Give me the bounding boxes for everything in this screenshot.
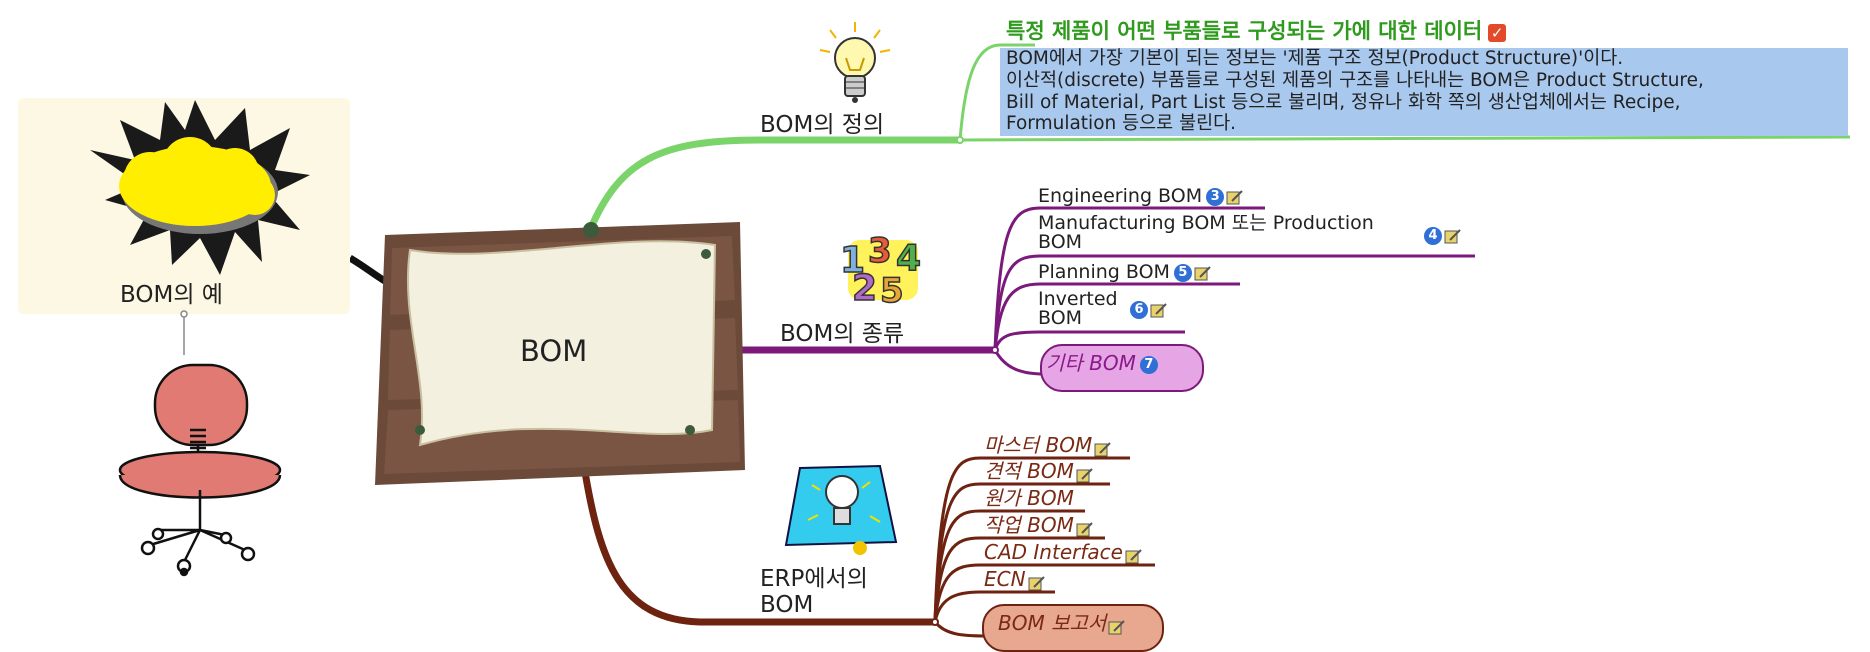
bom-report-cloud [982, 604, 1164, 652]
central-board-icon [375, 222, 745, 485]
erp-item-label: 마스터 BOM [984, 433, 1093, 457]
types-line-4 [993, 330, 1185, 351]
erp-line-5 [933, 563, 1155, 623]
erp-item-master[interactable]: 마스터 BOM [984, 434, 1112, 456]
erp-label-line-1: ERP에서의 [760, 566, 868, 592]
definition-branch-line [586, 136, 960, 232]
types-item-inverted-markers: 6 [1126, 300, 1168, 319]
erp-line-6 [933, 590, 1055, 623]
definition-sub-line-bottom [959, 135, 1851, 142]
office-chair-icon [118, 363, 282, 577]
note-icon [1194, 265, 1212, 281]
types-item-label: 기타 BOM [1046, 351, 1136, 375]
erp-item-cad[interactable]: CAD Interface [984, 541, 1143, 563]
numbers-icon: 1 3 4 2 5 [839, 230, 922, 312]
erp-label[interactable]: ERP에서의 BOM [760, 566, 868, 619]
types-item-inverted[interactable]: Inverted BOM [1038, 290, 1118, 328]
erp-item-label: CAD Interface [984, 540, 1123, 564]
types-item-manufacturing-markers: 4 [1420, 226, 1462, 245]
types-junction [991, 346, 999, 354]
erp-item-cost[interactable]: 원가 BOM [984, 487, 1074, 509]
erp-item-ecn[interactable]: ECN [984, 568, 1046, 590]
lightbulb-icon [819, 22, 891, 103]
number-badge: 7 [1139, 355, 1158, 374]
types-label[interactable]: BOM의 종류 [780, 321, 905, 347]
svg-text:3: 3 [868, 231, 892, 271]
types-item-label: Inverted [1038, 288, 1118, 310]
types-item-label: Manufacturing BOM 또는 Production [1038, 212, 1374, 234]
definition-headline-text: 특정 제품이 어떤 부품들로 구성되는 가에 대한 데이터 [1006, 19, 1483, 43]
note-icon [1076, 519, 1094, 536]
note-icon [1226, 189, 1244, 205]
note-icon [1444, 228, 1462, 244]
erp-item-label: BOM 보고서 [998, 611, 1107, 635]
types-item-label-2: BOM [1038, 307, 1083, 329]
definition-junction [956, 136, 964, 144]
types-line-3 [993, 282, 1240, 351]
definition-headline[interactable]: 특정 제품이 어떤 부품들로 구성되는 가에 대한 데이터 ✓ [1006, 19, 1507, 43]
number-badge: 5 [1173, 263, 1192, 282]
svg-text:5: 5 [880, 271, 904, 311]
number-badge: 4 [1424, 226, 1442, 245]
definition-body[interactable]: BOM에서 가장 기본이 되는 정보는 '제품 구조 정보(Product St… [1000, 48, 1848, 136]
definition-sub-line-top [958, 43, 1035, 141]
erp-branch-line [581, 471, 935, 626]
note-icon [1108, 617, 1126, 634]
erp-line-7 [933, 620, 986, 638]
definition-line-1: BOM에서 가장 기본이 되는 정보는 '제품 구조 정보(Product St… [1006, 48, 1624, 69]
erp-item-label: ECN [984, 567, 1026, 591]
erp-item-work[interactable]: 작업 BOM [984, 514, 1094, 536]
svg-text:1: 1 [840, 240, 865, 281]
explosion-icon [90, 100, 310, 275]
erp-junction [931, 618, 939, 626]
erp-item-report[interactable]: BOM 보고서 [998, 612, 1126, 634]
erp-item-label: 작업 BOM [984, 513, 1074, 537]
example-label[interactable]: BOM의 예 [120, 282, 223, 308]
number-badge: 3 [1206, 187, 1225, 206]
erp-item-label: 견적 BOM [984, 459, 1074, 483]
checkbox-icon: ✓ [1488, 24, 1507, 42]
erp-line-4 [933, 536, 1105, 623]
note-icon [1125, 546, 1143, 563]
types-item-label: Planning BOM [1038, 261, 1170, 283]
note-icon [1150, 302, 1168, 318]
definition-line-2: 이산적(discrete) 부품들로 구성된 제품의 구조를 나타내는 BOM은… [1006, 69, 1704, 91]
note-icon [1028, 573, 1046, 590]
definition-label[interactable]: BOM의 정의 [760, 112, 885, 138]
svg-text:4: 4 [896, 238, 921, 279]
erp-item-label: 원가 BOM [984, 486, 1074, 510]
other-bom-cloud [1040, 344, 1204, 392]
svg-text:2: 2 [852, 268, 877, 309]
definition-line-3: Bill of Material, Part List 등으로 불리며, 정유나… [1006, 91, 1681, 113]
types-line-2 [993, 254, 1475, 351]
note-icon [1076, 465, 1094, 482]
number-badge: 6 [1130, 300, 1148, 319]
puzzle-bulb-icon [784, 464, 898, 555]
types-item-label: Engineering BOM [1038, 185, 1203, 207]
types-item-label-2: BOM [1038, 231, 1083, 253]
erp-item-estimate[interactable]: 견적 BOM [984, 460, 1094, 482]
definition-line-4: Formulation 등으로 불린다. [1006, 113, 1237, 135]
types-item-manufacturing[interactable]: Manufacturing BOM 또는 Production BOM [1038, 214, 1374, 252]
note-icon [1094, 439, 1112, 456]
types-line-1 [993, 206, 1265, 351]
erp-label-line-2: BOM [760, 592, 814, 619]
central-title[interactable]: BOM [520, 334, 588, 368]
